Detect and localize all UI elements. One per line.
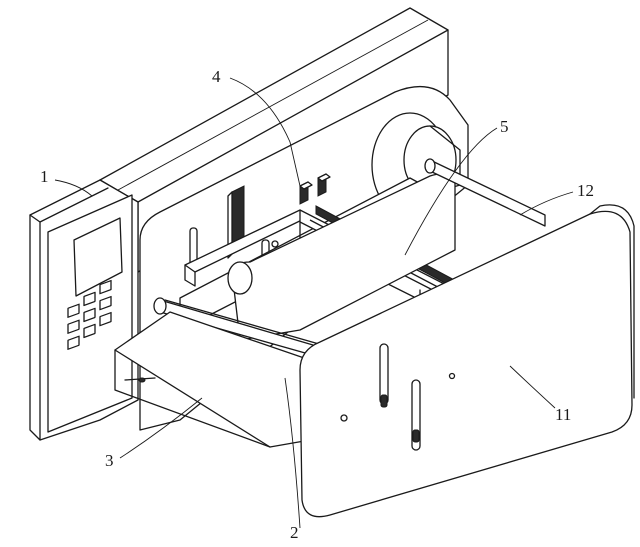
callout-2: 2 xyxy=(290,523,299,542)
sensors xyxy=(299,173,331,205)
callout-3: 3 xyxy=(105,451,114,470)
film-roll xyxy=(227,173,456,341)
callout-1: 1 xyxy=(40,167,49,186)
callout-4: 4 xyxy=(212,67,221,86)
display-screen xyxy=(73,217,123,297)
leader-lines xyxy=(54,77,574,529)
keypad xyxy=(67,279,112,350)
callout-12: 12 xyxy=(577,181,594,200)
control-box xyxy=(29,179,139,441)
callout-11: 11 xyxy=(555,405,571,424)
front-side-plate xyxy=(299,204,635,518)
callout-5: 5 xyxy=(500,117,509,136)
back-roller xyxy=(424,158,546,227)
